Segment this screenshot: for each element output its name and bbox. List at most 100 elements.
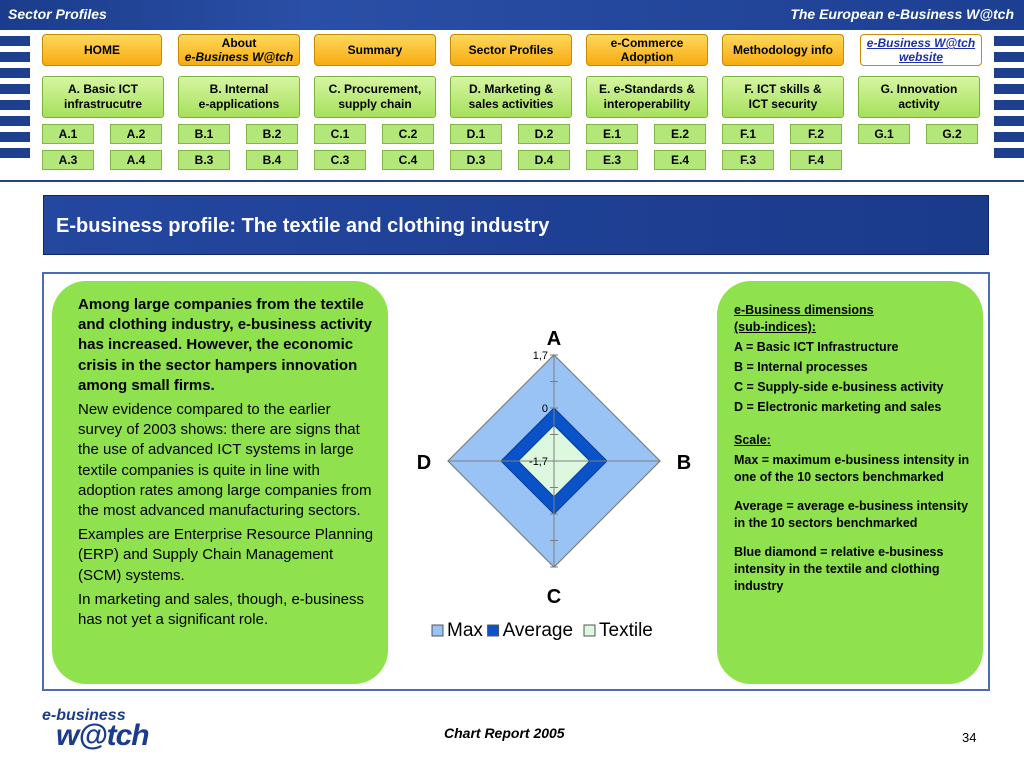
radar-axis-label-a: A [547, 328, 561, 350]
subsection-button-g-1[interactable]: G.1 [858, 124, 910, 144]
section-label-line1: D. Marketing & [468, 82, 553, 96]
section-label-line2: infrastrucutre [63, 97, 143, 111]
nav-ecommerce-line2: Adoption [620, 50, 674, 64]
right-legend-panel: e-Business dimensions (sub-indices): A =… [717, 281, 983, 684]
nav-home-label: HOME [84, 43, 120, 57]
radar-axis-label-c: C [547, 586, 561, 608]
legend-label-max: Max [447, 620, 483, 641]
radar-axis-label-b: B [677, 452, 691, 474]
section-label-line1: A. Basic ICT [67, 82, 139, 96]
dim-d-text: D = Electronic marketing and sales [734, 400, 942, 414]
subsection-button-a-1[interactable]: A.1 [42, 124, 94, 144]
subsection-button-a-4[interactable]: A.4 [110, 150, 162, 170]
subsection-button-a-2[interactable]: A.2 [110, 124, 162, 144]
dim-b-text: B = Internal processes [734, 360, 868, 374]
header-left-title: Sector Profiles [8, 6, 107, 22]
legend-swatch-average [487, 624, 500, 637]
subsection-button-f-4[interactable]: F.4 [790, 150, 842, 170]
nav-website-link[interactable]: e-Business W@tch website [860, 34, 982, 66]
subsection-button-c-4[interactable]: C.4 [382, 150, 434, 170]
nav-about-line2: e-Business W@tch [184, 50, 294, 64]
subsection-button-b-2[interactable]: B.2 [246, 124, 298, 144]
dim-a-text: A = Basic ICT Infrastructure [734, 340, 899, 354]
section-button-d[interactable]: D. Marketing &sales activities [450, 76, 572, 118]
section-label: D. Marketing &sales activities [469, 82, 554, 112]
subsection-button-b-1[interactable]: B.1 [178, 124, 230, 144]
radar-tick-label: -1,7 [529, 456, 548, 468]
subsection-button-d-1[interactable]: D.1 [450, 124, 502, 144]
right-stripes [994, 36, 1024, 164]
left-stripes [0, 36, 30, 164]
section-label-line1: E. e-Standards & [598, 82, 696, 96]
nav-about-line1: About [221, 36, 257, 50]
dim-c-text: C = Supply-side e-business activity [734, 380, 944, 394]
subsection-button-f-1[interactable]: F.1 [722, 124, 774, 144]
nav-sector-profiles-label: Sector Profiles [468, 43, 554, 57]
scale-average-text: Average = average e-business intensity i… [734, 499, 969, 530]
ebusiness-watch-logo: e-business w@tch [42, 707, 150, 753]
subsection-button-f-3[interactable]: F.3 [722, 150, 774, 170]
section-label-line1: C. Procurement, [328, 82, 422, 96]
nav-summary-button[interactable]: Summary [314, 34, 436, 66]
subsection-button-c-2[interactable]: C.2 [382, 124, 434, 144]
subsection-button-e-1[interactable]: E.1 [586, 124, 638, 144]
dims-title-line1: e-Business dimensions [734, 303, 874, 317]
nav-website-line2: website [898, 50, 943, 64]
radar-tick-label: 1,7 [533, 350, 548, 362]
subsection-button-e-4[interactable]: E.4 [654, 150, 706, 170]
logo-bottom-text: w@tch [56, 719, 150, 752]
section-label: C. Procurement,supply chain [329, 82, 422, 112]
subsection-button-d-4[interactable]: D.4 [518, 150, 570, 170]
left-panel-bold-paragraph: Among large companies from the textile a… [78, 296, 372, 394]
title-bar: E-business profile: The textile and clot… [43, 195, 989, 255]
section-label-line2: ICT security [748, 97, 818, 111]
legend-label-average: Average [503, 620, 573, 641]
section-button-e[interactable]: E. e-Standards &interoperability [586, 76, 708, 118]
subsection-button-e-3[interactable]: E.3 [586, 150, 638, 170]
nav-home-button[interactable]: HOME [42, 34, 162, 66]
subsection-button-g-2[interactable]: G.2 [926, 124, 978, 144]
nav-methodology-label: Methodology info [733, 43, 833, 57]
header-right-title: The European e-Business W@tch [790, 6, 1014, 22]
section-label-line2: e-applications [198, 97, 280, 111]
nav-methodology-button[interactable]: Methodology info [722, 34, 844, 66]
subsection-button-e-2[interactable]: E.2 [654, 124, 706, 144]
subsection-button-b-4[interactable]: B.4 [246, 150, 298, 170]
subsection-button-c-1[interactable]: C.1 [314, 124, 366, 144]
subsection-button-a-3[interactable]: A.3 [42, 150, 94, 170]
subsection-button-b-3[interactable]: B.3 [178, 150, 230, 170]
nav-sector-profiles-button[interactable]: Sector Profiles [450, 34, 572, 66]
radar-axis-label-d: D [417, 452, 431, 474]
subsection-button-f-2[interactable]: F.2 [790, 124, 842, 144]
section-label-line1: G. Innovation [880, 82, 958, 96]
subsection-button-d-3[interactable]: D.3 [450, 150, 502, 170]
section-button-f[interactable]: F. ICT skills &ICT security [722, 76, 844, 118]
left-panel-paragraph-1: New evidence compared to the earlier sur… [78, 401, 372, 520]
subsection-button-d-2[interactable]: D.2 [518, 124, 570, 144]
left-panel-paragraph-3: In marketing and sales, though, e-busine… [78, 590, 365, 629]
header-bar: Sector Profiles The European e-Business … [0, 0, 1024, 30]
scale-blue-text: Blue diamond = relative e-business inten… [734, 545, 944, 593]
section-button-c[interactable]: C. Procurement,supply chain [314, 76, 436, 118]
scale-title: Scale: [734, 433, 771, 447]
left-text-panel: Among large companies from the textile a… [52, 281, 388, 684]
nav-website-line1: e-Business W@tch [866, 36, 976, 50]
page-number: 34 [962, 730, 977, 745]
nav-ecommerce-button[interactable]: e-Commerce Adoption [586, 34, 708, 66]
legend-label-textile: Textile [599, 620, 653, 641]
nav-about-button[interactable]: About e-Business W@tch [178, 34, 300, 66]
dims-title-line2: (sub-indices): [734, 320, 816, 334]
logo-top-text: e-business [42, 707, 126, 724]
nav-ecommerce-line1: e-Commerce [610, 36, 684, 50]
footer-report-title: Chart Report 2005 [444, 725, 565, 741]
subsection-button-c-3[interactable]: C.3 [314, 150, 366, 170]
section-label: F. ICT skills &ICT security [744, 82, 821, 112]
nav-summary-label: Summary [347, 43, 403, 57]
